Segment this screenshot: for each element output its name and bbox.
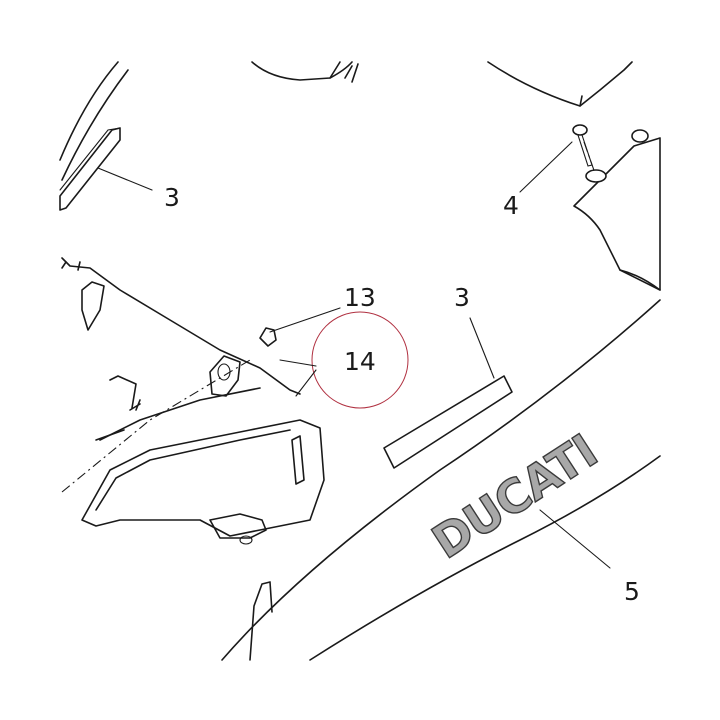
top-right-panel	[487, 61, 633, 107]
leader-line-14-b	[295, 369, 317, 397]
right-mount-bracket	[573, 129, 661, 291]
leader-line-5	[539, 509, 611, 569]
ducati-logo-text: DUCATI	[423, 424, 607, 569]
adhesive-strip-part-3-center	[383, 375, 513, 469]
callout-label-3-center: 3	[454, 283, 470, 312]
leader-line-4	[519, 141, 573, 193]
ducati-decal-part-5: DUCATI	[422, 423, 607, 570]
screw-part-13	[259, 307, 341, 347]
upper-fairing-edge	[59, 61, 129, 181]
callout-label-13: 13	[344, 283, 376, 312]
leader-line-3-left	[97, 167, 153, 191]
leader-lines	[97, 141, 611, 569]
main-fairing-body	[221, 299, 661, 661]
air-intake-duct-assembly	[61, 257, 325, 545]
callout-label-4: 4	[503, 191, 519, 220]
callout-label-14: 14	[344, 347, 376, 376]
leader-line-3-center	[469, 317, 495, 379]
adhesive-strip-part-3-left	[59, 127, 121, 211]
top-center-bracket	[251, 61, 359, 83]
screw-part-4	[572, 124, 597, 177]
callout-label-3-left: 3	[164, 183, 180, 212]
callout-label-5: 5	[624, 577, 640, 606]
leader-line-14	[279, 359, 317, 367]
highlight-circle-14	[311, 311, 409, 409]
